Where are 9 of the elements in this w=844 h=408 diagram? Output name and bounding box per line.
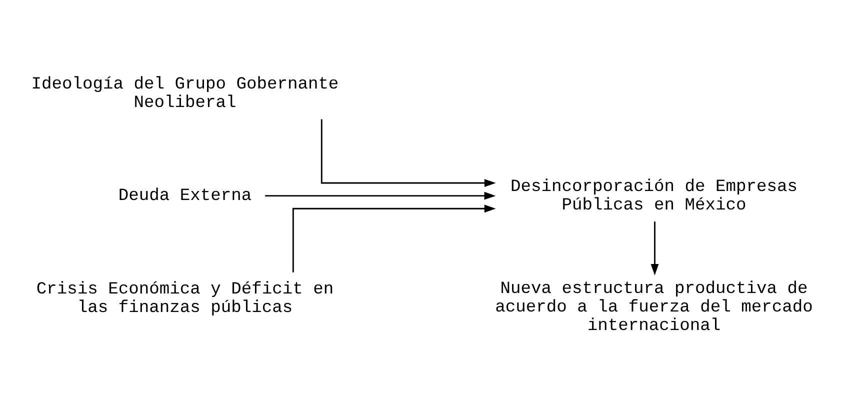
node-text: Deuda Externa	[118, 187, 252, 206]
node-text: Crisis Económica y Déficit en las finanzas públicas	[36, 280, 334, 318]
node-text: Desincorporación de Empresas Públicas en México	[510, 178, 798, 216]
arrow	[265, 192, 496, 200]
node-text: Nueva estructura productiva de acuerdo a la fuerza del mercado internacional	[495, 280, 813, 336]
arrow	[320, 119, 496, 187]
node-text: Ideología del Grupo Gobernante Neoliberal	[31, 75, 339, 113]
arrow	[292, 204, 496, 272]
arrow	[650, 222, 659, 276]
